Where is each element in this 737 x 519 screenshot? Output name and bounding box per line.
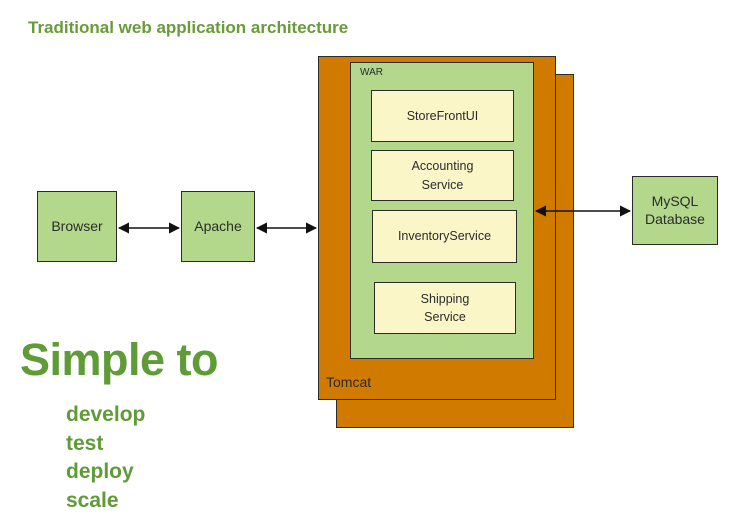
browser-node: Browser	[37, 191, 117, 262]
diagram-title: Traditional web application architecture	[28, 18, 349, 37]
simple-to-heading: Simple to	[20, 334, 219, 385]
benefit-item: test	[66, 431, 104, 455]
tomcat-label: Tomcat	[326, 374, 372, 390]
service-accounting: Accounting Service	[371, 150, 514, 201]
apache-node: Apache	[181, 191, 255, 262]
service-shipping: Shipping Service	[374, 282, 516, 334]
service-storefront-ui: StoreFrontUI	[371, 90, 514, 142]
mysql-database-node: MySQL Database	[632, 176, 718, 245]
service-inventory: InventoryService	[372, 210, 517, 263]
benefit-item: deploy	[66, 460, 134, 483]
war-label: WAR	[360, 67, 383, 78]
benefit-item: develop	[66, 403, 146, 426]
benefit-item: scale	[66, 488, 119, 512]
benefits-list: develop test deploy scale	[66, 401, 145, 515]
